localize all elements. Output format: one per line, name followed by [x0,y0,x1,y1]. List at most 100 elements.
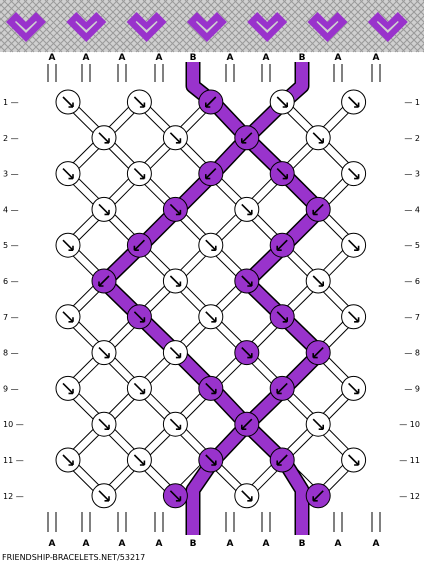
source-credit: FRIENDSHIP-BRACELETS.NET/53217 [2,553,145,562]
knot-arrow-icon [247,209,253,216]
knot-r7-k5 [341,304,367,330]
knot-r7-k2 [126,304,152,330]
knot-r7-k1 [55,304,81,330]
preview-heart-motif [126,12,167,42]
knot-r1-k4 [269,89,295,115]
knot-arrow-icon [139,174,146,180]
knot-arrow-icon [104,424,110,430]
knot-arrow-icon [312,353,318,359]
knot-arrow-icon [68,317,74,323]
knot-r7-k3 [198,304,224,330]
knot-r3-k3 [198,161,224,187]
knot-arrow-icon [175,496,182,502]
end-string-label: A [83,539,90,549]
knot-r9-k1 [55,375,81,401]
end-string-label: A [119,539,126,549]
knot-r1-k5 [341,89,367,115]
row-label-right: — 1 [404,98,420,107]
row-label-left: 2 — [3,134,19,143]
preview-heart-motif [186,12,227,42]
end-string-label: A [49,539,56,549]
row-label-left: 9 — [3,384,19,393]
knot-arrow-icon [68,245,74,251]
start-string-label: B [190,53,197,63]
knot-r12-k3 [234,483,260,509]
knot-arrow-icon [175,138,182,144]
knot-arrow-icon [241,424,247,430]
knot-r5-k3 [198,232,224,258]
knot-r2-k2 [162,125,188,151]
knot-r4-k1 [91,196,117,222]
row-label-right: — 6 [404,277,420,286]
knot-arrow-icon [175,424,182,430]
knot-arrow-icon [276,245,282,251]
knot-r3-k2 [126,161,152,187]
knot-r8-k4 [305,340,331,366]
row-label-left: 3 — [3,170,19,179]
knot-r1-k2 [126,89,152,115]
knot-arrow-icon [175,209,182,216]
knot-r6-k3 [234,268,260,294]
knot-arrow-icon [318,138,324,144]
start-string-label: A [119,53,126,63]
row-label-right: — 2 [404,134,420,143]
row-label-right: — 4 [404,205,420,214]
knot-r11-k5 [341,447,367,473]
knot-r3-k5 [341,161,367,187]
end-string-label: B [190,539,197,549]
knot-r11-k2 [126,447,152,473]
knot-arrow-icon [211,317,217,323]
knot-r11-k4 [269,447,295,473]
knot-arrow-icon [241,138,247,144]
knot-arrow-icon [282,102,288,108]
row-label-left: 7 — [3,313,19,322]
knot-r10-k1 [91,411,117,437]
knot-r11-k3 [198,447,224,473]
row-label-right: — 7 [404,313,420,322]
knot-r4-k2 [162,196,188,222]
knot-r6-k4 [305,268,331,294]
knot-arrow-icon [247,353,253,359]
preview-heart-motif [6,12,46,42]
preview-heart-motif [66,12,107,42]
row-label-right: — 12 [399,492,420,501]
row-label-left: 4 — [3,205,19,214]
row-label-right: — 11 [399,456,420,465]
row-label-left: 12 — [3,492,24,501]
knot-arrow-icon [318,281,324,287]
knot-r3-k4 [269,161,295,187]
start-string-label: A [335,53,342,63]
knot-r8-k2 [162,340,188,366]
knot-arrow-icon [354,460,360,466]
knot-grid [55,89,367,509]
row-label-left: 6 — [3,277,19,286]
preview-heart-motif [307,12,348,42]
row-label-left: 11 — [3,456,24,465]
knot-arrow-icon [312,496,318,502]
knot-r4-k3 [234,196,260,222]
knot-arrow-icon [205,174,211,180]
knot-r8-k1 [91,340,117,366]
knot-r2-k4 [305,125,331,151]
knot-r9-k3 [198,375,224,401]
start-string-label: A [83,53,90,63]
end-string-label: A [156,539,163,549]
start-string-label: B [299,53,306,63]
knot-r10-k3 [234,411,260,437]
knot-arrow-icon [247,281,253,287]
knot-arrow-icon [104,496,110,502]
start-string-label: A [49,53,56,63]
knot-arrow-icon [354,102,360,108]
row-label-left: 1 — [3,98,19,107]
knot-arrow-icon [282,317,288,323]
row-label-left: 10 — [3,420,24,429]
knot-r8-k3 [234,340,260,366]
knot-r1-k3 [198,89,224,115]
row-label-right: — 8 [404,349,420,358]
knot-r4-k4 [305,196,331,222]
row-label-right: — 9 [404,384,420,393]
knot-arrow-icon [139,102,146,108]
knot-arrow-icon [133,245,139,251]
